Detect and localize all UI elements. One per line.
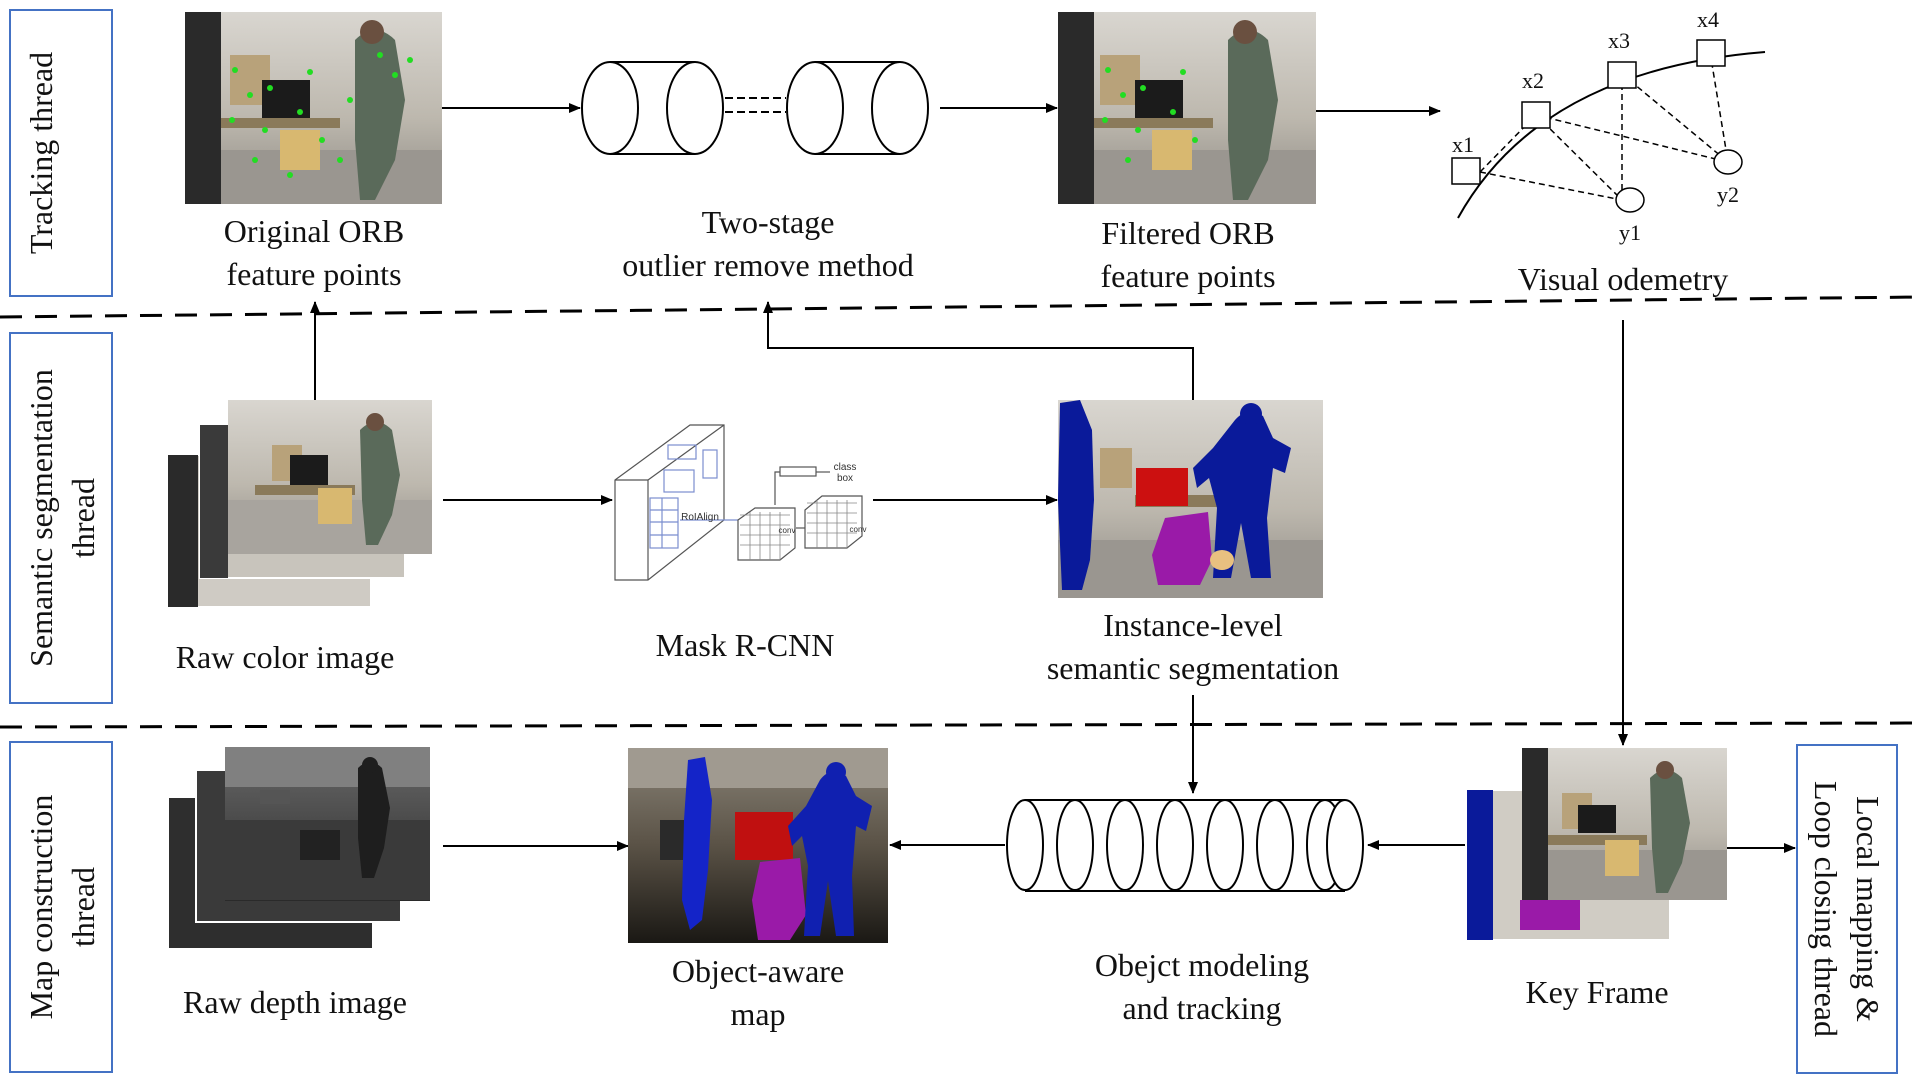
filtered-orb-image: [1058, 12, 1316, 204]
thread-label-tracking: Tracking thread: [23, 52, 59, 254]
raw-color-image-stack: [167, 400, 432, 608]
two-stage-cylinders: [581, 61, 929, 155]
thread-label-local-1: Local mapping &: [1850, 796, 1886, 1022]
object-map-label-1: Object-aware: [672, 953, 844, 989]
vo-node-y1: y1: [1619, 220, 1641, 245]
thread-label-semantic-2: thread: [65, 478, 101, 558]
object-aware-map-image: [628, 748, 888, 943]
thread-label-map-2: thread: [65, 867, 101, 947]
thread-box-local: [1796, 744, 1898, 1074]
box-label: box: [837, 473, 853, 484]
vo-node-x3: x3: [1608, 28, 1630, 53]
thread-box-map: [9, 741, 113, 1073]
conv-label-2: conv: [850, 525, 867, 534]
thread-box-semantic: [9, 332, 113, 704]
two-stage-label-1: Two-stage: [702, 204, 835, 240]
conv-label-1: conv: [779, 526, 796, 535]
original-orb-label-1: Original ORB: [224, 213, 404, 249]
visual-odometry-label: Visual odemetry: [1518, 261, 1728, 297]
object-modeling-cylinders: [1006, 799, 1364, 892]
divider-semantic-map: [0, 721, 1920, 729]
mask-rcnn-label: Mask R-CNN: [656, 627, 835, 663]
thread-label-local-2: Loop closing thread: [1808, 781, 1844, 1037]
original-orb-image: [185, 12, 442, 204]
instance-label-1: Instance-level: [1103, 607, 1283, 643]
raw-color-label: Raw color image: [176, 639, 395, 675]
filtered-orb-label-2: feature points: [1100, 258, 1275, 294]
roialign-label: RoIAlign: [681, 512, 719, 523]
vo-node-x4: x4: [1697, 7, 1719, 32]
class-label: class: [834, 462, 857, 473]
raw-depth-label: Raw depth image: [183, 984, 407, 1020]
instance-segmentation-image: [1058, 400, 1323, 598]
vo-node-y2: y2: [1717, 182, 1739, 207]
visual-odometry-graph: [1451, 39, 1766, 219]
divider-tracking-semantic: [0, 295, 1920, 319]
mask-rcnn-diagram: [614, 424, 863, 581]
modeling-label-2: and tracking: [1122, 990, 1281, 1026]
instance-label-2: semantic segmentation: [1047, 650, 1339, 686]
key-frame-label: Key Frame: [1525, 974, 1668, 1010]
raw-depth-image-stack: [167, 747, 430, 950]
object-map-label-2: map: [730, 996, 785, 1032]
vo-node-x2: x2: [1522, 68, 1544, 93]
vo-node-x1: x1: [1452, 132, 1474, 157]
two-stage-label-2: outlier remove method: [622, 247, 913, 283]
thread-box-tracking: [9, 9, 113, 297]
arrow-instance-to-two-stage: [763, 301, 1194, 400]
thread-label-map-1: Map construction: [23, 795, 59, 1020]
filtered-orb-label-1: Filtered ORB: [1101, 215, 1274, 251]
thread-label-semantic-1: Semantic segmentation: [23, 369, 59, 667]
original-orb-label-2: feature points: [226, 256, 401, 292]
modeling-label-1: Obejct modeling: [1095, 947, 1309, 983]
key-frame-stack: [1466, 748, 1727, 941]
